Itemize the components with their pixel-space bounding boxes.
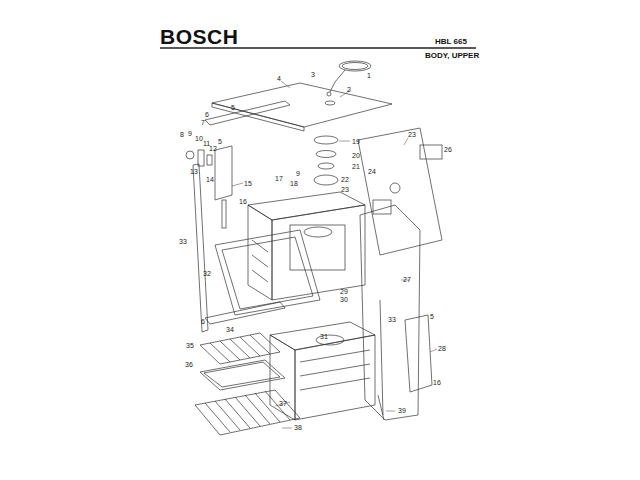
callout-number: 20 <box>352 152 360 159</box>
callout-number: 12 <box>209 145 217 152</box>
callout-number: 18 <box>290 180 298 187</box>
header-rule <box>160 47 476 49</box>
callout-number: 6 <box>205 111 209 118</box>
model-number: HBL 665 <box>435 38 467 46</box>
callout-number: 1 <box>367 72 371 79</box>
section-title: BODY, UPPER <box>425 52 479 60</box>
callout-number: 33 <box>179 238 187 245</box>
upper-cavity <box>248 192 365 300</box>
callout-number: 16 <box>239 198 247 205</box>
callout-number: 13 <box>190 168 198 175</box>
callout-number: 29 <box>340 288 348 295</box>
leader-lines <box>232 81 437 428</box>
callout-number: 32 <box>203 270 211 277</box>
callout-number: 28 <box>438 345 446 352</box>
callout-number: 35 <box>186 342 194 349</box>
callout-number: 37 <box>279 400 287 407</box>
callout-number: 16 <box>433 379 441 386</box>
callout-number: 5 <box>231 104 235 111</box>
callout-number: 30 <box>340 296 348 303</box>
callout-number: 26 <box>444 146 452 153</box>
callout-number: 2 <box>347 86 351 93</box>
callout-number: 5 <box>218 138 222 145</box>
callout-number: 15 <box>244 180 252 187</box>
callout-number: 31 <box>320 333 328 340</box>
front-frame <box>215 230 320 315</box>
brand-title: BOSCH <box>160 26 238 47</box>
callout-number: 14 <box>206 176 214 183</box>
callout-number: 4 <box>277 75 281 82</box>
lower-trim <box>205 302 285 324</box>
rear-panel <box>358 128 442 255</box>
callout-number: 21 <box>352 163 360 170</box>
callout-number: 17 <box>275 175 283 182</box>
callout-number: 10 <box>195 135 203 142</box>
callout-number: 9 <box>188 130 192 137</box>
latch-parts <box>186 146 232 228</box>
callout-number: 8 <box>180 131 184 138</box>
callout-number: 5 <box>430 313 434 320</box>
fan-assembly <box>314 136 338 185</box>
callout-number: 19 <box>352 138 360 145</box>
callout-number: 38 <box>294 424 302 431</box>
callout-number: 24 <box>368 168 376 175</box>
lower-cavity <box>270 322 375 420</box>
top-panel <box>212 83 392 131</box>
callout-number: 7 <box>201 119 205 126</box>
callout-number: 33 <box>388 316 396 323</box>
callout-number: 3 <box>311 71 315 78</box>
front-trim <box>205 101 290 125</box>
left-trim <box>193 164 208 332</box>
callout-number: 27 <box>403 276 411 283</box>
callout-number: 23 <box>408 131 416 138</box>
oven-racks <box>195 333 300 435</box>
side-panel <box>360 205 432 420</box>
callout-number: 6 <box>201 318 205 325</box>
callout-number: 34 <box>226 326 234 333</box>
callout-number: 39 <box>398 407 406 414</box>
callout-number: 9 <box>296 170 300 177</box>
callout-number: 22 <box>341 176 349 183</box>
callout-number: 36 <box>185 361 193 368</box>
callout-number: 23 <box>341 186 349 193</box>
